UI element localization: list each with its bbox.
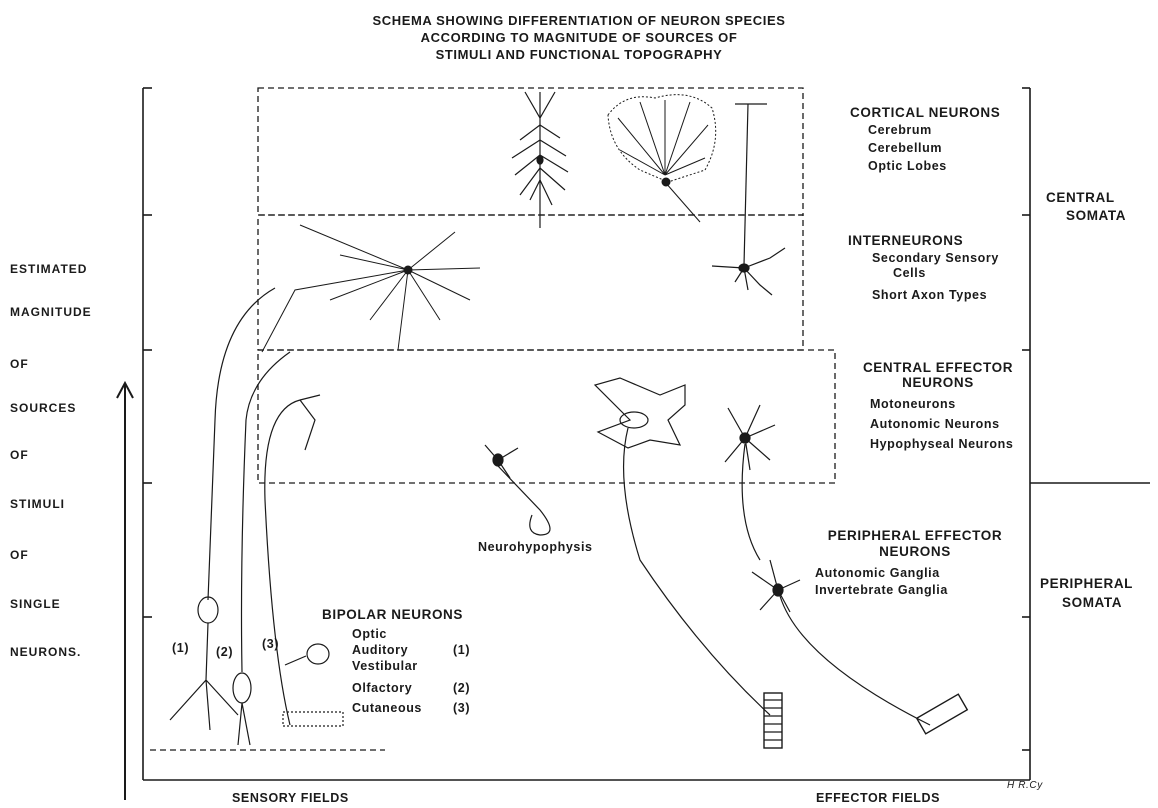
central-effector-heading: CENTRAL EFFECTOR [846, 360, 1030, 375]
y-axis-word: SINGLE [10, 597, 61, 611]
diagram-title-line-2: ACCORDING TO MAGNITUDE OF SOURCES OF [0, 29, 1158, 46]
y-axis-word: SOURCES [10, 401, 76, 415]
y-axis-word: NEURONS. [10, 645, 81, 659]
interneuron-item: Secondary Sensory [872, 251, 999, 265]
diagram-title-line-3: STIMULI AND FUNCTIONAL TOPOGRAPHY [0, 46, 1158, 63]
bipolar-neuron-1 [170, 288, 275, 730]
bipolar-item: Vestibular [352, 659, 418, 673]
interneuron [262, 225, 480, 352]
central-effector-heading-line-2: NEURONS [846, 375, 1030, 390]
interneuron-item: Short Axon Types [872, 288, 987, 302]
bipolar-item: Auditory [352, 643, 408, 657]
sensory-fields-label: SENSORY FIELDS [232, 791, 349, 805]
central-somata-label-line-2: SOMATA [1066, 208, 1126, 223]
effector-fields-label: EFFECTOR FIELDS [816, 791, 940, 805]
peripheral-effector-heading: PERIPHERAL EFFECTOR [804, 528, 1026, 543]
bipolar-item: Olfactory [352, 681, 412, 695]
y-axis-word: STIMULI [10, 497, 65, 511]
bipolar-neuron-2 [233, 352, 290, 745]
y-axis-word: OF [10, 357, 29, 371]
cortical-item: Optic Lobes [868, 159, 947, 173]
interneuron-item: Cells [893, 266, 926, 280]
neuron-marker-1: (1) [172, 641, 189, 655]
bipolar-marker: (2) [453, 681, 470, 695]
central-effector-item: Hypophyseal Neurons [870, 437, 1013, 451]
central-effector-item: Motoneurons [870, 397, 956, 411]
bipolar-neurons-heading: BIPOLAR NEURONS [322, 607, 463, 622]
peripheral-somata-label: PERIPHERAL [1040, 576, 1133, 591]
central-effector-item: Autonomic Neurons [870, 417, 1000, 431]
neurohypophysis-label: Neurohypophysis [478, 540, 593, 554]
central-somata-label: CENTRAL [1046, 190, 1115, 205]
pyramidal-neuron [512, 92, 568, 228]
y-axis-word: MAGNITUDE [10, 305, 92, 319]
interneurons-heading: INTERNEURONS [848, 233, 963, 248]
bipolar-neuron-3 [265, 395, 343, 726]
purkinje-neuron [608, 95, 716, 222]
magnitude-arrow [117, 383, 133, 800]
bipolar-item: Optic [352, 627, 387, 641]
peripheral-somata-label-line-2: SOMATA [1062, 595, 1122, 610]
y-axis-word: ESTIMATED [10, 262, 87, 276]
peripheral-effector-item: Invertebrate Ganglia [815, 583, 948, 597]
dashed-regions [150, 88, 835, 750]
cortical-item: Cerebrum [868, 123, 932, 137]
artist-signature: H R.Cy [1007, 780, 1043, 791]
bipolar-marker: (1) [453, 643, 470, 657]
left-frame [143, 88, 1030, 780]
cortical-item: Cerebellum [868, 141, 942, 155]
bipolar-item: Cutaneous [352, 701, 422, 715]
peripheral-effector-heading-line-2: NEURONS [804, 544, 1026, 559]
peripheral-effector-item: Autonomic Ganglia [815, 566, 940, 580]
diagram-title-line-1: SCHEMA SHOWING DIFFERENTIATION OF NEURON… [0, 12, 1158, 29]
neuron-marker-2: (2) [216, 645, 233, 659]
long-axon-neuron [712, 104, 785, 295]
y-axis-word: OF [10, 448, 29, 462]
hypophyseal-neuron [485, 445, 550, 535]
bipolar-marker: (3) [453, 701, 470, 715]
neuron-marker-3: (3) [262, 637, 279, 651]
cortical-neurons-heading: CORTICAL NEURONS [850, 105, 1000, 120]
y-axis-word: OF [10, 548, 29, 562]
